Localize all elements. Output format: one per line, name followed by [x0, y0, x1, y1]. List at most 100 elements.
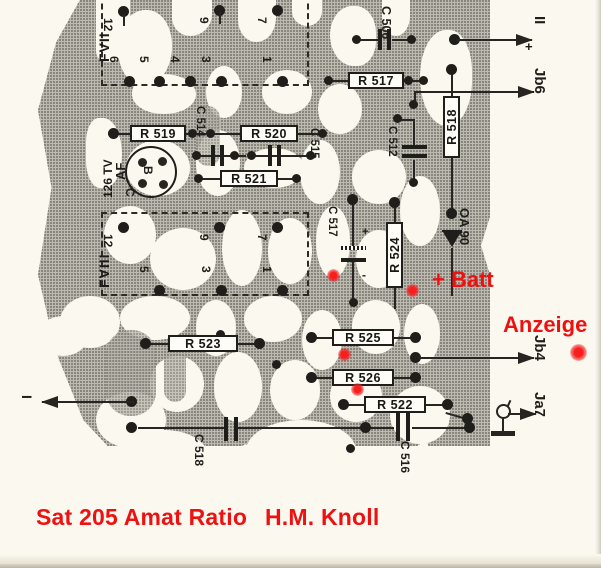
capacitor-plate: [268, 145, 272, 166]
junction-pad[interactable]: [188, 129, 197, 138]
connector-fviii-outline: [101, 212, 309, 296]
trace-void: [400, 176, 440, 246]
wire-jb6-branch: [414, 91, 452, 93]
resistor-r519[interactable]: R 519: [130, 125, 186, 142]
junction-pad-c516-right[interactable]: [464, 422, 475, 433]
junction-pad-ja7[interactable]: [462, 413, 473, 424]
transistor-pin-c[interactable]: [138, 179, 147, 188]
resistor-r523[interactable]: R 523: [168, 335, 238, 352]
fviii-pin-9[interactable]: [214, 222, 225, 233]
junction-pad[interactable]: [346, 444, 355, 453]
transistor-pin[interactable]: [159, 180, 168, 189]
junction-pad[interactable]: [306, 151, 315, 160]
junction-pad-r525-left[interactable]: [306, 332, 317, 343]
resistor-r520[interactable]: R 520: [240, 125, 298, 142]
resistor-r518[interactable]: R 518: [443, 96, 460, 158]
junction-pad-r523-right[interactable]: [254, 338, 265, 349]
capacitor-c518[interactable]: [224, 417, 240, 441]
junction-pad-c518-left[interactable]: [126, 422, 137, 433]
junction-pad-r526-left[interactable]: [306, 372, 317, 383]
capacitor-c512[interactable]: [402, 145, 427, 159]
trace-void: [352, 150, 406, 204]
junction-pad[interactable]: [409, 178, 418, 187]
junction-pad-c516-left[interactable]: [360, 422, 371, 433]
junction-pad[interactable]: [194, 174, 203, 183]
fvii-pin-3[interactable]: [216, 76, 227, 87]
diode-oa90-label: OA 90: [457, 208, 472, 246]
junction-pad-r525-right[interactable]: [410, 332, 421, 343]
junction-pad[interactable]: [230, 151, 239, 160]
junction-pad[interactable]: [404, 76, 413, 85]
junction-pad-c517-top[interactable]: [347, 194, 358, 205]
capacitor-c515[interactable]: [268, 145, 282, 166]
junction-pad-r523-left[interactable]: [140, 338, 151, 349]
junction-pad-ii[interactable]: [449, 34, 460, 45]
junction-pad[interactable]: [216, 330, 225, 339]
resistor-r526-label: R 526: [345, 370, 381, 385]
fvii-pin-7-label: 7: [255, 17, 269, 24]
junction-pad-r522-left[interactable]: [338, 399, 349, 410]
fviii-pin-7[interactable]: [272, 222, 283, 233]
transistor-socket[interactable]: B C: [123, 146, 177, 198]
junction-pad-r524-top[interactable]: [389, 197, 400, 208]
fviii-pin-12-label: 12: [101, 234, 115, 248]
junction-pad[interactable]: [352, 35, 361, 44]
junction-pad[interactable]: [393, 114, 402, 123]
capacitor-c514[interactable]: [211, 145, 225, 166]
capacitor-c517[interactable]: [341, 246, 366, 264]
fviii-pin-3[interactable]: [216, 285, 227, 296]
capacitor-c516[interactable]: [396, 413, 412, 441]
junction-pad[interactable]: [192, 151, 201, 160]
resistor-r524[interactable]: R 524: [386, 222, 403, 288]
capacitor-c517-label: C 517: [326, 206, 338, 237]
capacitor-c518-label: C 518: [192, 434, 206, 467]
wire-c514-r520: [212, 133, 242, 135]
resistor-r526[interactable]: R 526: [332, 369, 394, 386]
resistor-r521[interactable]: R 521: [220, 170, 278, 187]
fvii-pin-1[interactable]: [277, 76, 288, 87]
fvii-pin-9[interactable]: [214, 5, 225, 16]
transistor-type-label: 126 TV: [101, 159, 115, 198]
junction-pad[interactable]: [292, 174, 301, 183]
fviii-pin-5[interactable]: [154, 285, 165, 296]
junction-pad-jb4[interactable]: [410, 352, 421, 363]
resistor-r525[interactable]: R 525: [332, 329, 394, 346]
fvii-pin-7[interactable]: [272, 5, 283, 16]
trace-void: [262, 70, 312, 114]
junction-pad-r518-top[interactable]: [446, 64, 457, 75]
junction-pad[interactable]: [108, 128, 119, 139]
capacitor-plate: [402, 145, 427, 149]
junction-pad-r526-right[interactable]: [410, 372, 421, 383]
resistor-r521-label: R 521: [231, 171, 267, 186]
capacitor-c515-label: C 515: [308, 128, 320, 159]
junction-pad[interactable]: [419, 76, 428, 85]
capacitor-c512-label: C 512: [386, 126, 398, 157]
transistor-pin[interactable]: [138, 158, 147, 167]
junction-pad[interactable]: [247, 151, 256, 160]
fvii-pin-5[interactable]: [154, 76, 165, 87]
junction-pad[interactable]: [272, 360, 281, 369]
resistor-r522[interactable]: R 522: [364, 396, 426, 413]
capacitor-c506[interactable]: [378, 29, 392, 50]
junction-pad[interactable]: [206, 129, 215, 138]
junction-pad[interactable]: [324, 76, 333, 85]
terminal-i-label: I: [19, 395, 35, 399]
fviii-pin-1[interactable]: [277, 285, 288, 296]
trace-void: [270, 360, 320, 420]
junction-pad[interactable]: [349, 298, 358, 307]
wire-r523-right: [236, 343, 260, 345]
fvii-pin-12[interactable]: [118, 6, 129, 17]
terminal-jb6-arrow: [452, 86, 535, 98]
junction-pad[interactable]: [407, 35, 416, 44]
junction-pad-r518-bottom[interactable]: [446, 208, 457, 219]
fvii-pin-6[interactable]: [124, 76, 135, 87]
transistor-pin-b[interactable]: [158, 157, 167, 166]
fvii-pin-4[interactable]: [185, 76, 196, 87]
junction-pad[interactable]: [409, 100, 418, 109]
junction-pad[interactable]: [318, 129, 327, 138]
fviii-pin-12[interactable]: [118, 222, 129, 233]
fviii-pin-5-label: 5: [137, 266, 151, 273]
junction-pad-r522-right[interactable]: [442, 399, 453, 410]
resistor-r517[interactable]: R 517: [348, 72, 404, 89]
